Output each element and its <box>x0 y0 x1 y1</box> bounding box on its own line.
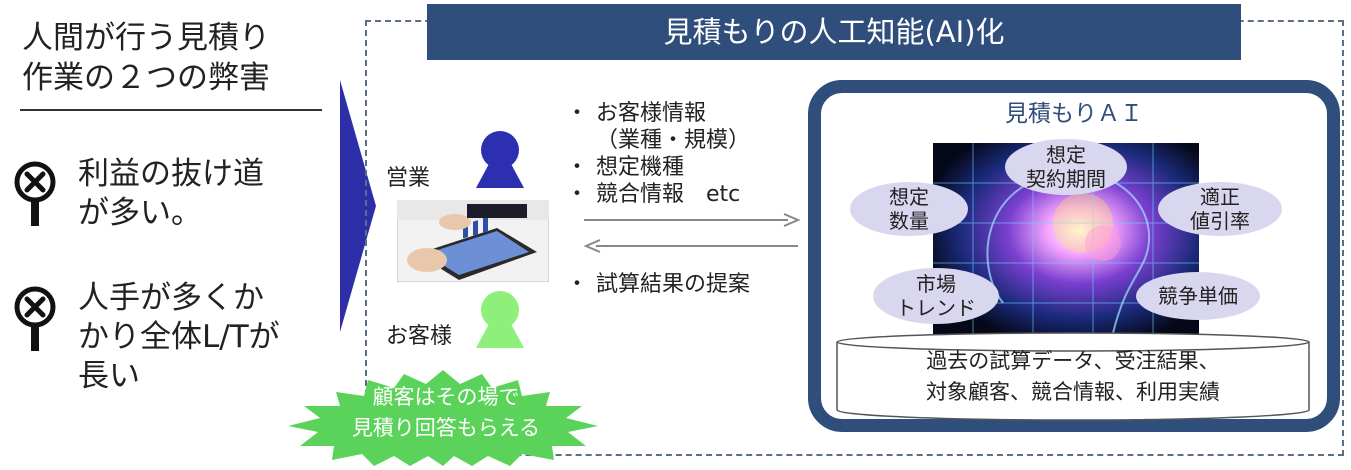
tablet-photo <box>396 199 550 286</box>
info-sub-item: （業種・規模） <box>596 128 751 153</box>
database-text: 過去の試算データ、受注結果、 対象顧客、競合情報、利用実績 <box>926 349 1220 404</box>
magnifier-x-icon <box>14 160 56 232</box>
issue-text-2: 人手が多くか かり全体L/Tが 長い <box>78 280 280 394</box>
left-title-line1: 人間が行う見積り <box>22 20 270 56</box>
issue-text-1: 利益の抜け道 が多い。 <box>78 156 264 231</box>
left-title-line2: 作業の２つの弊害 <box>22 60 270 96</box>
bubble-market-trend: 市場 トレンド <box>873 268 999 324</box>
transition-arrow <box>340 80 376 332</box>
bubble-quantity: 想定 数量 <box>850 182 968 236</box>
callout-starburst <box>282 370 604 466</box>
bubble-unit-price: 競争単価 <box>1136 272 1260 320</box>
bubble-contract-period: 想定 契約期間 <box>1005 139 1127 195</box>
info-item: お客様情報 <box>566 100 750 127</box>
customer-label: お客様 <box>386 324 453 349</box>
sales-person-icon <box>474 130 526 194</box>
magnifier-x-icon <box>14 285 56 357</box>
title-divider <box>20 109 322 111</box>
banner-title: 見積もりの人工知能(AI)化 <box>427 4 1241 60</box>
sales-label: 営業 <box>386 166 431 191</box>
customer-person-icon <box>474 290 526 354</box>
arrow-right-icon <box>584 212 801 232</box>
customer-info-list: お客様情報 （業種・規模） 想定機種 競合情報 etc <box>566 100 751 208</box>
proposal-text: 試算結果の提案 <box>566 266 750 298</box>
database-cylinder-icon <box>836 332 1310 426</box>
arrow-left-icon <box>583 238 800 258</box>
bubble-discount: 適正 値引率 <box>1158 182 1282 236</box>
info-item: 想定機種 <box>566 154 750 181</box>
ai-title: 見積もりＡＩ <box>1005 101 1143 127</box>
left-title: 人間が行う見積り 作業の２つの弊害 <box>22 18 270 98</box>
info-item: 競合情報 etc <box>566 181 750 208</box>
callout-text: 顧客はその場で 見積り回答もらえる <box>351 385 541 440</box>
